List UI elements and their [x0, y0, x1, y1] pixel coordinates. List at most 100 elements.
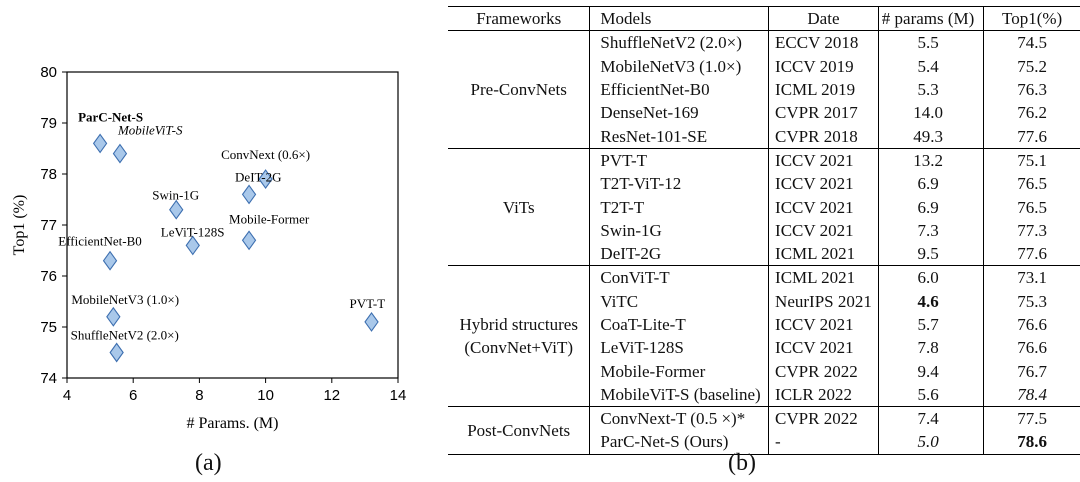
date-cell: ICCV 2021 — [768, 172, 879, 196]
date-cell: ICCV 2021 — [768, 312, 879, 337]
params-cell: 14.0 — [878, 101, 985, 125]
date-cell: NeurIPS 2021 — [768, 289, 879, 313]
top1-cell: 76.2 — [1017, 103, 1047, 123]
model-cell: ConViT-T — [589, 265, 770, 290]
data-point-label: LeViT-128S — [161, 224, 225, 239]
x-tick-label: 4 — [63, 387, 71, 404]
params-cell: 9.4 — [878, 359, 985, 383]
x-tick-label: 6 — [129, 387, 137, 404]
model-cell: ConvNext-T (0.5 ×)* — [589, 406, 770, 431]
header-date: Date — [768, 5, 879, 32]
top1-cell: 75.1 — [983, 147, 1080, 173]
header-frameworks: Frameworks — [448, 5, 591, 32]
table-header-row: Frameworks Models Date # params (M) Top1… — [448, 5, 1080, 32]
top1-cell: 77.5 — [983, 406, 1080, 431]
caption-a: (a) — [195, 450, 222, 476]
data-point-marker — [169, 199, 184, 220]
top1-cell: 76.5 — [1017, 197, 1047, 217]
data-point-label: PVT-T — [350, 296, 386, 311]
date-cell: CVPR 2022 — [768, 406, 879, 431]
y-axis-label: Top1 (%) — [11, 195, 28, 256]
top1-cell: 76.5 — [1017, 174, 1047, 194]
top1-cell: 76.7 — [1017, 361, 1047, 381]
model-cell: ShuffleNetV2 (2.0×) — [589, 30, 770, 55]
model-cell: ParC-Net-S (Ours) — [589, 430, 770, 455]
model-cell: MobileViT-S (baseline) — [589, 382, 770, 407]
model-cell: DeIT-2G — [589, 241, 770, 266]
data-point-marker — [92, 133, 108, 154]
date-cell: ICCV 2021 — [768, 218, 879, 242]
data-point-marker — [106, 306, 121, 327]
x-tick-label: 8 — [195, 387, 203, 404]
y-tick-label: 75 — [40, 319, 57, 336]
y-tick-label: 78 — [40, 166, 57, 183]
top1-cell: 76.6 — [1017, 315, 1047, 334]
params-cell: 7.8 — [878, 336, 985, 360]
date-cell: ECCV 2018 — [768, 30, 879, 55]
params-cell: 7.3 — [878, 218, 985, 242]
model-cell: ViTC — [589, 289, 770, 313]
data-point-marker — [109, 342, 124, 363]
top1-cell: 76.6 — [1017, 338, 1047, 358]
model-cell: EfficientNet-B0 — [589, 77, 770, 102]
data-point-marker — [185, 235, 200, 256]
data-point-label: Mobile-Former — [229, 211, 310, 226]
date-cell: ICCV 2021 — [768, 147, 879, 173]
params-cell: 5.7 — [878, 312, 985, 337]
params-cell: 9.5 — [878, 241, 985, 266]
framework-cell: ViTs — [448, 147, 591, 266]
top1-cell: 75.2 — [1017, 56, 1047, 76]
top1-cell: 74.5 — [1017, 33, 1047, 53]
data-point-marker — [102, 250, 118, 271]
params-cell: 4.6 — [878, 289, 985, 313]
y-tick-label: 76 — [40, 268, 57, 285]
model-cell: Mobile-Former — [589, 359, 770, 383]
model-cell: T2T-T — [589, 195, 770, 219]
date-cell: ICCV 2019 — [768, 54, 879, 78]
data-point-label: EfficientNet-B0 — [58, 234, 142, 249]
header-models: Models — [589, 5, 770, 32]
top1-cell: 78.4 — [1017, 384, 1047, 404]
model-cell: Swin-1G — [589, 218, 770, 242]
top1-cell: 78.6 — [983, 430, 1080, 455]
x-axis-label: # Params. (M) — [187, 415, 279, 432]
data-point-marker — [112, 143, 128, 164]
params-cell: 13.2 — [878, 147, 985, 173]
caption-b: (b) — [728, 450, 756, 476]
top1-cell: 75.3 — [1017, 291, 1047, 311]
model-cell: ResNet-101-SE — [589, 124, 770, 149]
framework-cell: Post-ConvNets — [448, 406, 591, 455]
date-cell: CVPR 2017 — [768, 101, 879, 125]
comparison-table: Frameworks Models Date # params (M) Top1… — [448, 5, 1080, 455]
top1-cell: 77.6 — [1017, 244, 1047, 264]
params-cell: 5.3 — [878, 77, 985, 102]
data-point-marker — [364, 311, 379, 332]
model-cell: MobileNetV3 (1.0×) — [589, 54, 770, 78]
date-cell: ICCV 2021 — [768, 336, 879, 360]
date-cell: ICML 2021 — [768, 241, 879, 266]
y-tick-label: 77 — [40, 217, 57, 234]
data-point-marker — [241, 230, 257, 251]
top1-cell: 77.6 — [1017, 126, 1047, 146]
params-cell: 5.0 — [878, 430, 985, 455]
data-point-marker — [241, 184, 257, 205]
y-tick-label: 80 — [40, 64, 57, 81]
data-point-label: Swin-1G — [152, 188, 199, 203]
date-cell: ICML 2019 — [768, 77, 879, 102]
framework-cell: Pre-ConvNets — [448, 30, 591, 149]
date-cell: ICML 2021 — [768, 265, 879, 290]
